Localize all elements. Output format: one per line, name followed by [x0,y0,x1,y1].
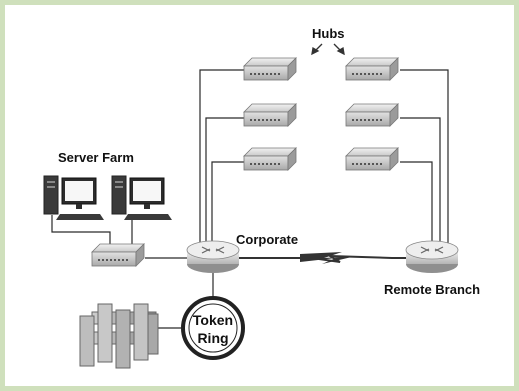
hubs-arrow-icons [311,43,345,56]
hubs-label: Hubs [312,26,345,41]
hub-left-3 [243,147,297,171]
corporate-hub-wires [199,69,248,250]
hub-right-2 [345,103,399,127]
token-ring-label-line2: Ring [197,330,228,346]
corporate-router [186,240,240,273]
corporate-label: Corporate [236,232,298,247]
server-farm-wires [51,215,214,300]
token-ring [181,296,245,360]
remote-branch-label: Remote Branch [384,282,480,297]
firewall-wall-icon [79,303,159,369]
token-ring-label-line1: Token [193,312,233,328]
remote-hub-wires [400,69,449,250]
hub-right-3 [345,147,399,171]
remote-branch-router [405,240,459,273]
server-farm-hub [91,243,145,267]
hub-left-2 [243,103,297,127]
hub-right-1 [345,57,399,81]
wan-link-bolt-icon [300,252,356,264]
server-farm-label: Server Farm [58,150,134,165]
server-computer-1 [43,175,104,220]
server-computer-2 [111,175,172,220]
hub-left-1 [243,57,297,81]
